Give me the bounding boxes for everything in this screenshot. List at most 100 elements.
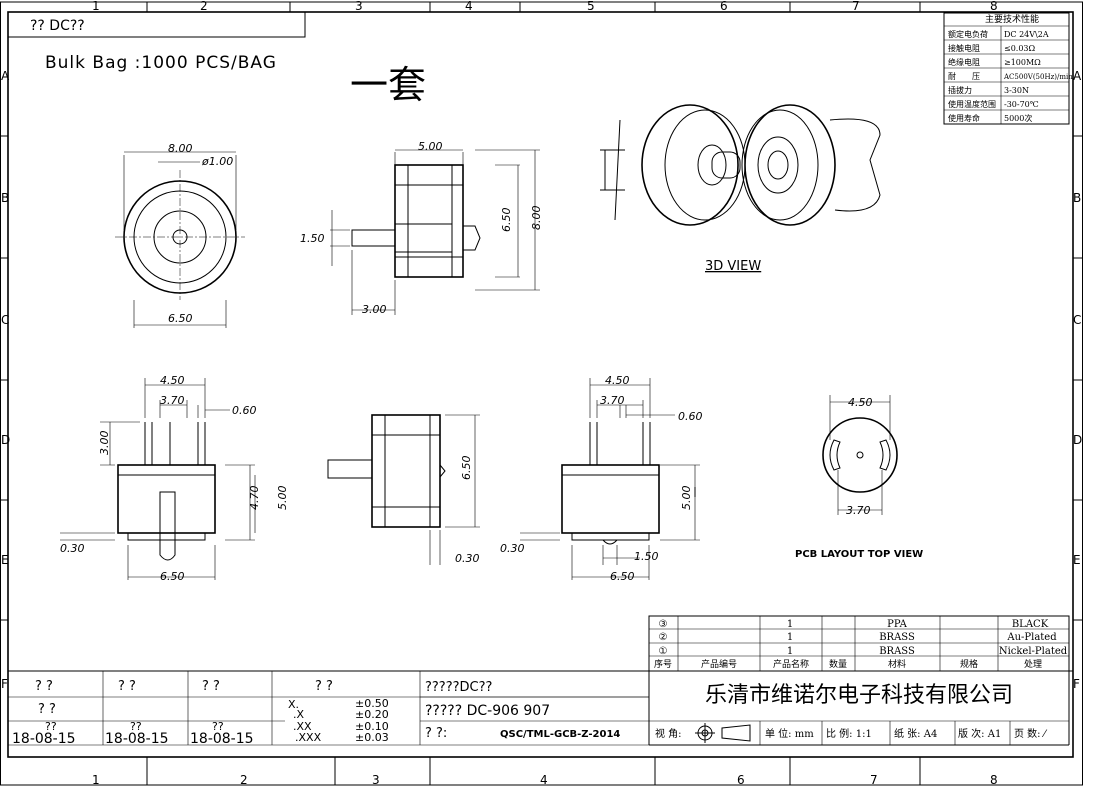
- label-views-side-d-bottom: 3.00: [362, 303, 387, 316]
- drawing-label: ?? DC??: [30, 18, 85, 34]
- label-title-block-tol-keys-1: .X: [293, 708, 304, 721]
- packing-text: Bulk Bag :1000 PCS/BAG: [45, 53, 277, 73]
- label-frame-cols-3: 4: [540, 773, 548, 787]
- grid-ticks: [0, 2, 1083, 785]
- label-views-bottom1-d-g: 0.30: [60, 542, 85, 555]
- label-bom-headers-5: 规格: [960, 658, 978, 670]
- label-frame-cols-6: 7: [852, 0, 860, 13]
- label-title-block-dates-0: 18-08-15: [12, 731, 76, 747]
- label-bom-headers-0: 序号: [654, 658, 672, 670]
- label-views-bottom1-d-a: 4.50: [160, 374, 185, 387]
- label-footer-rev: 版 次: A1: [958, 727, 1001, 740]
- label-specs-rows-2-1: ≥100MΩ: [1004, 58, 1041, 67]
- label-frame-cols-2: 3: [355, 0, 363, 13]
- label-frame-cols-1: 2: [240, 773, 248, 787]
- label-frame-rows-5: F: [1, 677, 8, 691]
- label-title-block-dates-2: 18-08-15: [190, 731, 254, 747]
- label-specs-rows-0-0: 额定电负荷: [948, 29, 988, 39]
- label-title-block-tol-vals-1: ±0.20: [355, 708, 389, 721]
- label-views-front-d-hole: ø1.00: [201, 155, 233, 168]
- label-views-bottom3-d-c: 0.60: [678, 410, 703, 423]
- label-title-block-code-label: ? ?:: [425, 726, 447, 741]
- label-specs-title: 主要技术性能: [985, 13, 1039, 25]
- label-views-bottom2-d-a: 6.50: [460, 456, 473, 481]
- label-views-bottom1-d-c: 0.60: [232, 404, 257, 417]
- label-title-block-date-label: ??: [130, 720, 142, 733]
- label-footer-unit: 单 位: mm: [765, 727, 814, 740]
- label-bom-headers-6: 处理: [1024, 658, 1042, 670]
- label-views-bottom3-d-f: 1.50: [634, 550, 659, 563]
- label-specs-rows-5-0: 使用温度范围: [948, 99, 996, 109]
- label-views-side-d-pin: 1.50: [300, 232, 325, 245]
- label-views-three-d: 3D VIEW: [705, 259, 761, 274]
- label-specs-rows-1-0: 接触电阻: [948, 43, 980, 53]
- label-views-pcb-d-b: 3.70: [846, 504, 871, 517]
- label-views-side-d-h1: 6.50: [500, 208, 513, 233]
- bottom-view-2: 6.50 0.30: [327, 414, 480, 565]
- label-title-block-code: QSC/TML-GCB-Z-2014: [500, 729, 620, 740]
- label-title-block-heads-1: ? ?: [118, 679, 136, 694]
- label-bom-headers-3: 数量: [829, 658, 847, 670]
- label-views-bottom1-d-d: 3.00: [98, 431, 111, 456]
- label-bom-rows-0-0: ③: [659, 619, 668, 630]
- label-bom-rows-0-2: 1: [787, 619, 793, 630]
- label-bom-rows-1-2: 1: [787, 632, 793, 643]
- label-title-block-row2: ? ?: [38, 702, 56, 717]
- bottom-view-1: 4.50 3.70 0.60 3.00 4.70 5.00 0.30 6.50: [60, 374, 289, 583]
- label-title-block-tol-keys-3: .XXX: [295, 731, 322, 744]
- label-title-block-dates-1: 18-08-15: [105, 731, 169, 747]
- label-specs-rows-2-0: 绝缘电阻: [948, 57, 980, 67]
- pcb-layout: 4.50 3.70 PCB LAYOUT TOP VIEW: [795, 395, 923, 560]
- sheet-border: [7, 11, 1074, 758]
- label-views-bottom1-d-f: 5.00: [276, 486, 289, 511]
- label-title-block-model: ????? DC-906 907: [425, 703, 550, 719]
- label-frame-cols-3: 4: [465, 0, 473, 13]
- label-frame-rows-1: B: [1073, 191, 1081, 205]
- label-frame-rows-0: A: [1073, 69, 1082, 83]
- label-bom-rows-1-0: ②: [659, 632, 668, 643]
- label-frame-rows-4: E: [1, 553, 9, 567]
- label-bom-rows-0-6: BLACK: [1012, 619, 1049, 630]
- label-views-bottom3-d-a: 4.50: [605, 374, 630, 387]
- label-views-pcb-d-a: 4.50: [848, 396, 873, 409]
- label-title-block-tol-keys-2: .XX: [293, 720, 312, 733]
- label-frame-cols-7: 8: [990, 773, 998, 787]
- label-frame-rows-2: C: [1, 313, 9, 327]
- label-views-side-d-h2: 8.00: [530, 206, 543, 231]
- specs-table: 主要技术性能 额定电负荷 DC 24V\2A 接触电阻 ≤0.03Ω 绝缘电阻 ≥10…: [943, 12, 1073, 125]
- label-bom-rows-0-4: PPA: [887, 619, 908, 630]
- label-frame-cols-6: 7: [870, 773, 878, 787]
- label-title-block-heads-0: ? ?: [35, 679, 53, 694]
- label-specs-rows-3-0: 耐 压: [948, 71, 980, 81]
- label-bom-headers-4: 材料: [888, 658, 906, 670]
- label-frame-cols-0: 1: [92, 773, 100, 787]
- label-frame-rows-3: D: [1073, 433, 1082, 447]
- label-specs-rows-6-0: 使用寿命: [948, 113, 980, 123]
- label-footer-view: 视 角:: [655, 727, 682, 740]
- label-frame-rows-0: A: [1, 69, 10, 83]
- label-specs-rows-4-0: 插拔力: [948, 85, 972, 95]
- label-specs-rows-0-1: DC 24V\2A: [1004, 30, 1049, 39]
- label-title-block-tol-vals-2: ±0.10: [355, 720, 389, 733]
- label-views-bottom1-d-h: 6.50: [160, 570, 185, 583]
- front-view: 8.00 ø1.00 6.50: [115, 142, 245, 328]
- label-footer-paper: 纸 张: A4: [894, 727, 937, 740]
- label-frame-rows-3: D: [1, 433, 10, 447]
- label-specs-rows-1-1: ≤0.03Ω: [1004, 44, 1036, 53]
- label-specs-rows-5-1: -30-70℃: [1004, 100, 1039, 109]
- label-frame-cols-1: 2: [200, 0, 208, 13]
- label-bom-rows-2-4: BRASS: [879, 646, 915, 657]
- label-bom-rows-1-4: BRASS: [879, 632, 915, 643]
- label-frame-cols-5: 6: [737, 773, 745, 787]
- label-footer-page: 页 数: ⁄: [1014, 727, 1048, 740]
- label-frame-cols-7: 8: [990, 0, 998, 13]
- label-frame-rows-2: C: [1073, 313, 1081, 327]
- label-frame-rows-1: B: [1, 191, 9, 205]
- label-title-block-heads-3: ? ?: [315, 679, 333, 694]
- label-title-block-name: ?????DC??: [425, 680, 492, 695]
- label-bom-headers-2: 产品名称: [773, 658, 809, 670]
- label-title-block-date-label: ??: [212, 720, 224, 733]
